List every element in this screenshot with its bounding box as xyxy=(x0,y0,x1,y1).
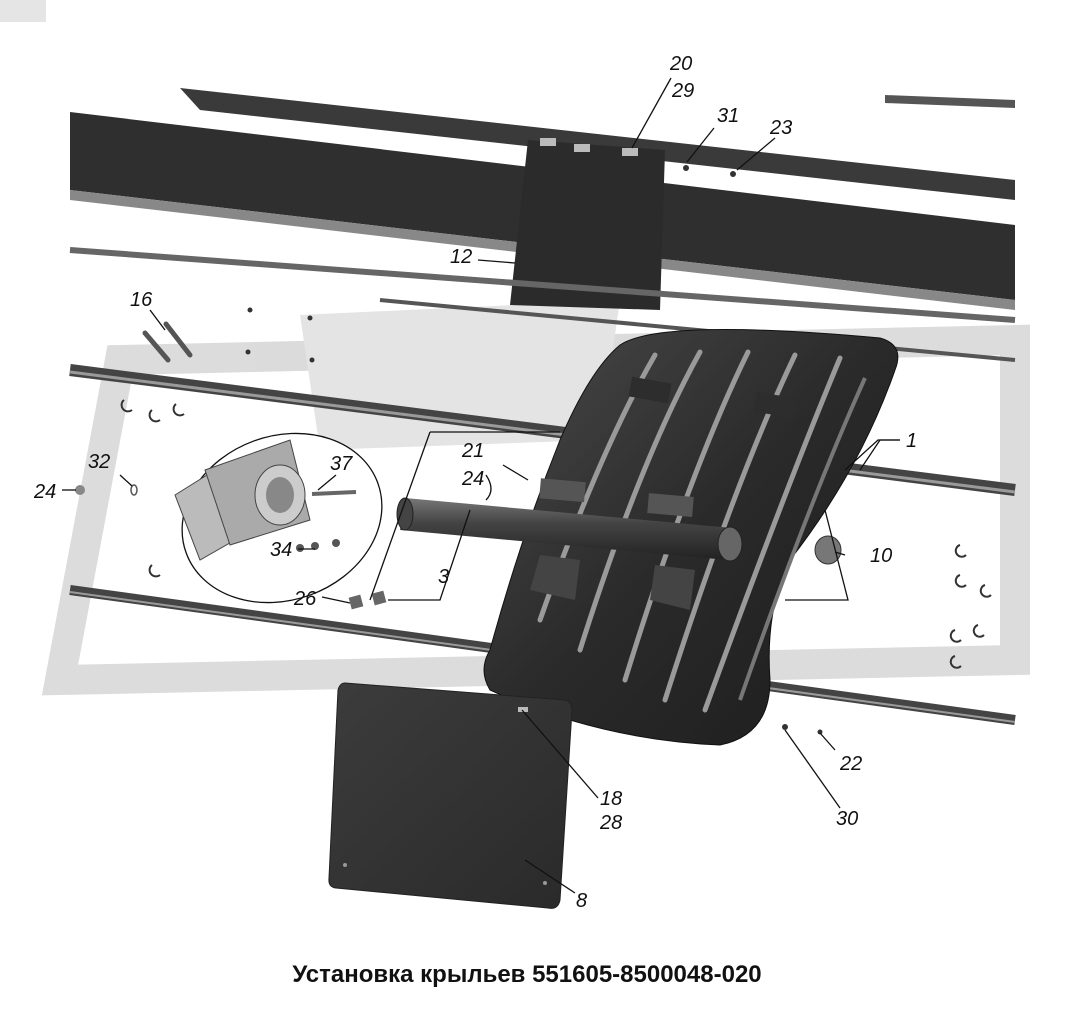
hardware-marks xyxy=(120,165,992,735)
leader-lines xyxy=(62,77,900,894)
bolts xyxy=(142,321,193,363)
callout-8: 8 xyxy=(576,890,587,912)
washer-left xyxy=(130,484,138,496)
callouts: 20 29 31 23 12 16 1 21 24 37 32 24 34 10… xyxy=(33,53,917,912)
callout-30: 30 xyxy=(836,808,858,830)
callout-18: 18 xyxy=(600,788,622,810)
callout-12: 12 xyxy=(450,246,472,268)
callout-31: 31 xyxy=(717,105,739,127)
callout-21: 21 xyxy=(461,440,484,462)
corner-mark xyxy=(0,0,46,22)
callout-34: 34 xyxy=(270,539,292,561)
callout-3: 3 xyxy=(438,566,449,588)
callout-23: 23 xyxy=(769,117,792,139)
callout-24-left: 24 xyxy=(33,481,56,503)
callout-28: 28 xyxy=(599,812,622,834)
bracket-detail xyxy=(174,432,383,604)
callout-10: 10 xyxy=(870,545,892,567)
callout-32: 32 xyxy=(88,451,110,473)
diagram-title: Установка крыльев 551605-8500048-020 xyxy=(292,961,761,988)
callout-29: 29 xyxy=(671,80,694,102)
callout-26: 26 xyxy=(293,588,317,610)
nut-left xyxy=(75,485,85,495)
mounting-plate xyxy=(510,138,665,310)
mud-flap xyxy=(328,682,573,909)
callout-1: 1 xyxy=(906,430,917,452)
callout-22: 22 xyxy=(839,753,862,775)
blocks xyxy=(348,590,387,610)
end-cap xyxy=(814,535,842,565)
callout-37: 37 xyxy=(330,453,353,475)
callout-24-upper: 24 xyxy=(461,468,484,490)
axle xyxy=(396,478,743,610)
callout-20: 20 xyxy=(669,53,692,75)
callout-16: 16 xyxy=(130,289,153,311)
